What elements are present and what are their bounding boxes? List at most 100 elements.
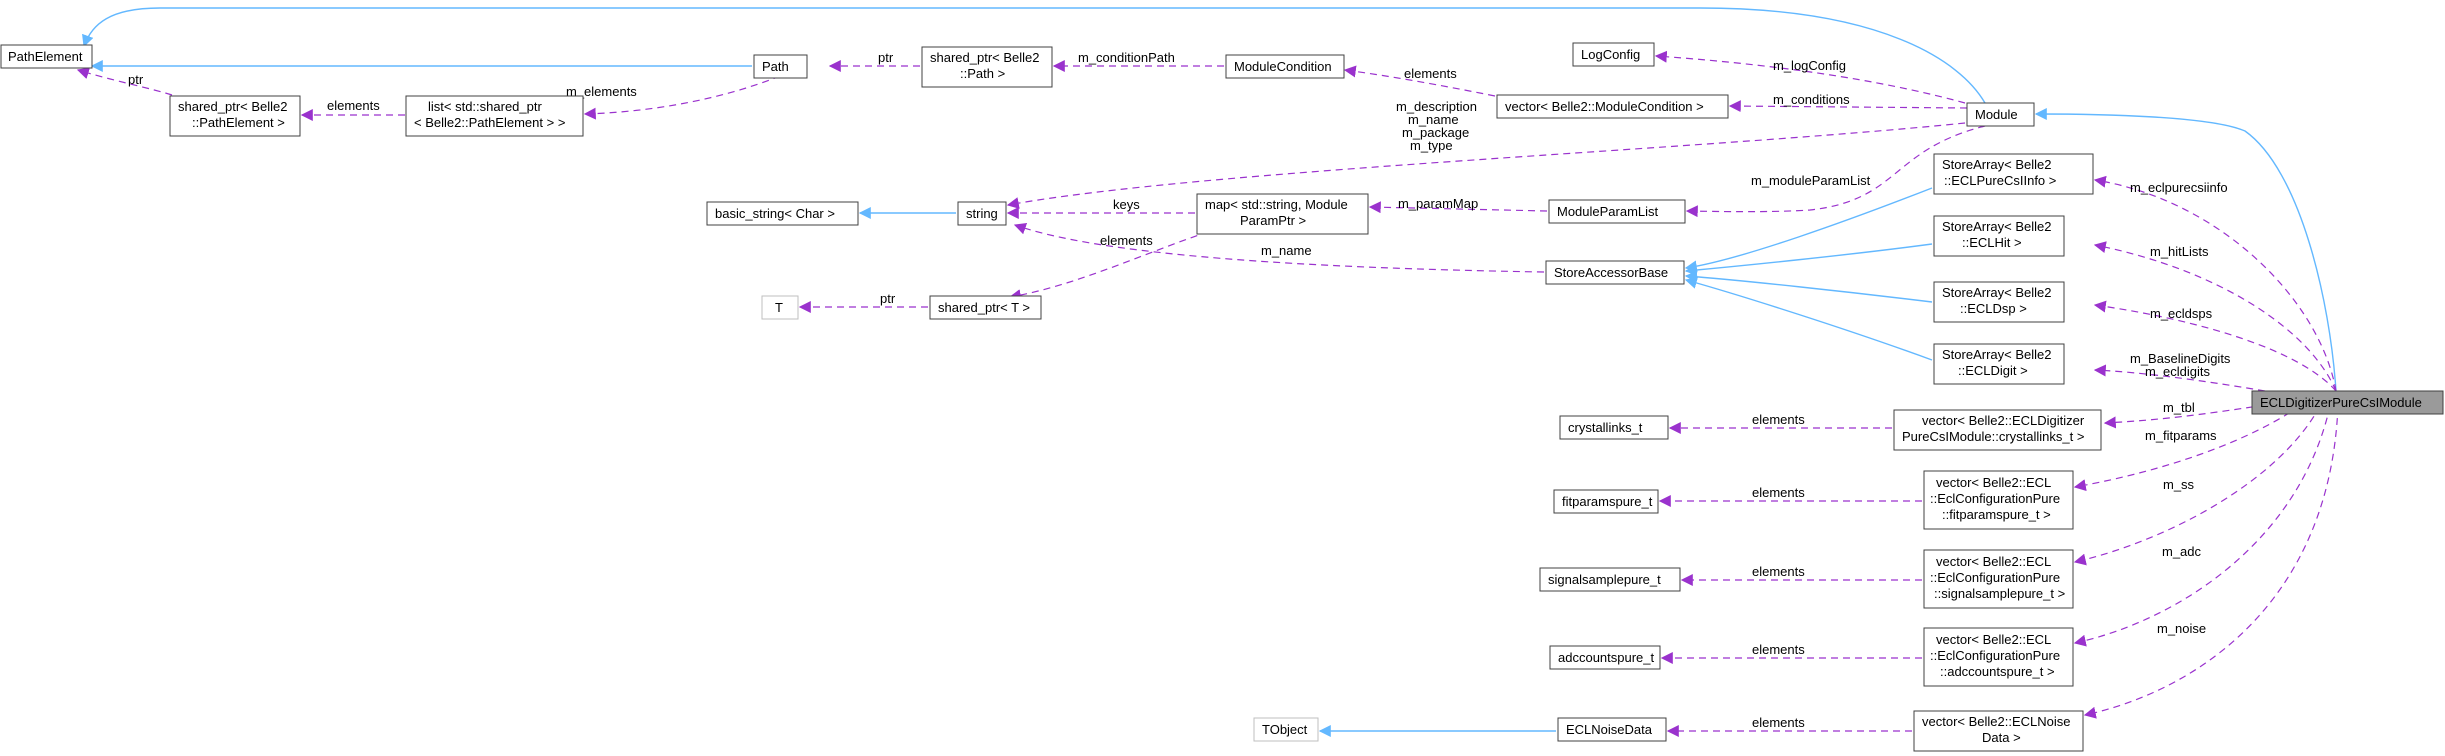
node-storeaccessorbase[interactable]: StoreAccessorBase (1545, 260, 1685, 285)
label-elements-ss: elements (1752, 564, 1805, 579)
node-storearray-ecldsp[interactable]: StoreArray< Belle2 ::ECLDsp > (1933, 281, 2065, 323)
node-path[interactable]: Path (753, 54, 808, 79)
node-map-moduleparam[interactable]: map< std::string, Module ParamPtr > (1196, 193, 1369, 235)
label-elements-fit: elements (1752, 485, 1805, 500)
node-vector-adccounts[interactable]: vector< Belle2::ECL ::EclConfigurationPu… (1923, 627, 2074, 687)
edge-digitizer-ss (2073, 405, 2321, 566)
edge-paramlist-parammap (1368, 201, 1548, 214)
svg-text:::EclConfigurationPure: ::EclConfigurationPure (1930, 648, 2060, 663)
node-sharedptr-t[interactable]: shared_ptr< T > (929, 295, 1042, 320)
svg-text:LogConfig: LogConfig (1581, 47, 1640, 62)
node-vector-signalsample[interactable]: vector< Belle2::ECL ::EclConfigurationPu… (1923, 549, 2074, 609)
label-m-name-store: m_name (1261, 243, 1312, 258)
node-sharedptr-path[interactable]: shared_ptr< Belle2 ::Path > (921, 46, 1053, 88)
edge-path-m-elements (583, 75, 781, 120)
label-m-type: m_type (1410, 138, 1453, 153)
edge-map-elements (1008, 227, 1221, 302)
label-elements-list: elements (327, 98, 380, 113)
node-sharedptr-pathelement[interactable]: shared_ptr< Belle2 ::PathElement > (169, 95, 301, 137)
node-signalsamplepure-t[interactable]: signalsamplepure_t (1539, 567, 1681, 592)
node-modulecondition[interactable]: ModuleCondition (1225, 54, 1345, 79)
label-m-conditionpath: m_conditionPath (1078, 50, 1175, 65)
node-fitparamspure-t[interactable]: fitparamspure_t (1553, 489, 1659, 514)
svg-text:::fitparamspure_t >: ::fitparamspure_t > (1942, 507, 2051, 522)
node-storearray-eclpurecsiinfo[interactable]: StoreArray< Belle2 ::ECLPureCsIInfo > (1933, 153, 2094, 195)
edge-digitizer-ecldsps (2093, 300, 2337, 392)
node-adccountspure-t[interactable]: adccountspure_t (1549, 645, 1661, 670)
node-eclnoisedata[interactable]: ECLNoiseData (1557, 717, 1667, 742)
svg-text:Module: Module (1975, 107, 2018, 122)
node-t[interactable]: T (761, 295, 799, 320)
edge-sa-ecldsp-to-storeaccessor (1684, 270, 1933, 303)
svg-text:vector< Belle2::ECLNoise: vector< Belle2::ECLNoise (1922, 714, 2071, 729)
node-moduleparamlist[interactable]: ModuleParamList (1548, 199, 1686, 224)
label-elements-noise: elements (1752, 715, 1805, 730)
label-m-tbl: m_tbl (2163, 400, 2195, 415)
node-vector-crystallinks[interactable]: vector< Belle2::ECLDigitizer PureCsIModu… (1893, 409, 2102, 451)
edge-digitizer-to-module (2034, 108, 2337, 392)
label-m-ss: m_ss (2163, 477, 2195, 492)
svg-text:::PathElement >: ::PathElement > (192, 115, 285, 130)
label-m-name-module: m_name (1408, 112, 1459, 127)
node-storearray-ecldigit[interactable]: StoreArray< Belle2 ::ECLDigit > (1933, 343, 2065, 385)
svg-text:ModuleParamList: ModuleParamList (1557, 204, 1659, 219)
svg-text:Data >: Data > (1982, 730, 2021, 745)
edge-sharedptr-pathelement-ptr (76, 67, 173, 96)
label-ptr-pathelement: ptr (128, 72, 144, 87)
label-elements-condition: elements (1404, 66, 1457, 81)
node-tobject[interactable]: TObject (1253, 717, 1319, 742)
node-logconfig[interactable]: LogConfig (1572, 42, 1655, 67)
label-ptr-path: ptr (878, 50, 894, 65)
svg-text:shared_ptr< Belle2: shared_ptr< Belle2 (178, 99, 288, 114)
svg-text:fitparamspure_t: fitparamspure_t (1562, 494, 1653, 509)
node-basic-string[interactable]: basic_string< Char > (706, 201, 859, 226)
svg-text:basic_string< Char >: basic_string< Char > (715, 206, 835, 221)
label-m-ecldigits: m_ecldigits (2145, 364, 2211, 379)
svg-text:string: string (966, 206, 998, 221)
svg-text:ECLNoiseData: ECLNoiseData (1566, 722, 1653, 737)
svg-text:::EclConfigurationPure: ::EclConfigurationPure (1930, 491, 2060, 506)
node-pathelement[interactable]: PathElement (0, 44, 93, 69)
svg-text:StoreArray< Belle2: StoreArray< Belle2 (1942, 157, 2051, 172)
svg-text:::ECLDigit >: ::ECLDigit > (1958, 363, 2028, 378)
label-m-ecldsps: m_ecldsps (2150, 306, 2213, 321)
svg-text:StoreAccessorBase: StoreAccessorBase (1554, 265, 1668, 280)
node-vector-fitparams[interactable]: vector< Belle2::ECL ::EclConfigurationPu… (1923, 470, 2074, 530)
node-module[interactable]: Module (1966, 102, 2035, 127)
svg-text:shared_ptr< Belle2: shared_ptr< Belle2 (930, 50, 1040, 65)
label-elements-map: elements (1100, 233, 1153, 248)
node-storearray-eclhit[interactable]: StoreArray< Belle2 ::ECLHit > (1933, 215, 2065, 257)
label-m-elements: m_elements (566, 84, 637, 99)
svg-text:< Belle2::PathElement > >: < Belle2::PathElement > > (414, 115, 565, 130)
svg-text:vector< Belle2::ECL: vector< Belle2::ECL (1936, 554, 2051, 569)
edges (76, 7, 2339, 737)
svg-text:ParamPtr >: ParamPtr > (1240, 213, 1306, 228)
svg-text:signalsamplepure_t: signalsamplepure_t (1548, 572, 1661, 587)
label-m-package: m_package (1402, 125, 1469, 140)
label-m-eclpurecsiinfo: m_eclpurecsiinfo (2130, 180, 2228, 195)
label-m-adc: m_adc (2162, 544, 2202, 559)
node-crystallinks-t[interactable]: crystallinks_t (1559, 415, 1669, 440)
edge-digitizer-eclpurecsiinfo (2093, 175, 2337, 392)
node-ecldigitizerpurecsimodule[interactable]: ECLDigitizerPureCsIModule (2251, 390, 2444, 415)
node-list-pathelement[interactable]: list< std::shared_ptr < Belle2::PathElem… (405, 95, 584, 137)
edge-sa-ecldigit-to-storeaccessor (1684, 277, 1933, 361)
edge-digitizer-hitlists (2093, 241, 2337, 392)
svg-text:::ECLPureCsIInfo >: ::ECLPureCsIInfo > (1944, 173, 2056, 188)
label-m-parammap: m_paramMap (1398, 196, 1478, 211)
svg-text:vector< Belle2::ModuleConditio: vector< Belle2::ModuleCondition > (1505, 99, 1704, 114)
label-m-hitlists: m_hitLists (2150, 244, 2209, 259)
svg-text:shared_ptr< T >: shared_ptr< T > (938, 300, 1030, 315)
label-m-baselinedigits: m_BaselineDigits (2130, 351, 2231, 366)
edge-sa-purecsiinfo-to-storeaccessor (1684, 187, 1933, 273)
label-ptr-t: ptr (880, 291, 896, 306)
node-vector-modulecondition[interactable]: vector< Belle2::ModuleCondition > (1496, 94, 1729, 119)
edge-digitizer-noise (2083, 405, 2339, 719)
svg-text:PureCsIModule::crystallinks_t: PureCsIModule::crystallinks_t > (1902, 429, 2084, 444)
svg-text:::signalsamplepure_t >: ::signalsamplepure_t > (1934, 586, 2065, 601)
edge-digitizer-fitparams (2073, 405, 2301, 492)
node-string[interactable]: string (957, 201, 1007, 226)
node-vector-eclnoisedata[interactable]: vector< Belle2::ECLNoise Data > (1913, 710, 2084, 752)
label-m-conditions: m_conditions (1773, 92, 1850, 107)
